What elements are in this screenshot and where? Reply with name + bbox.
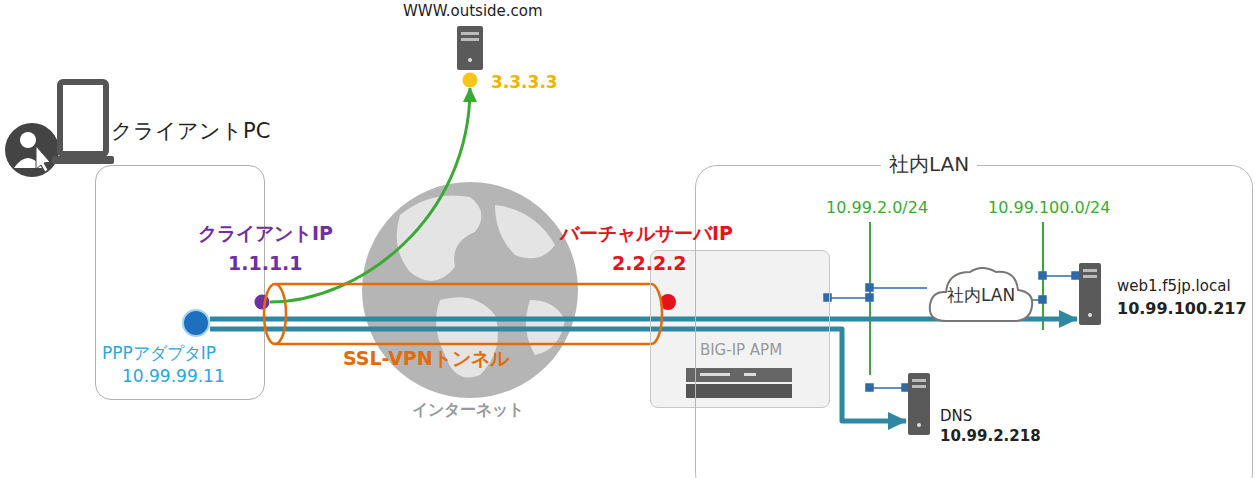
node-text: クライアントIP <box>198 222 333 245</box>
node-text: 10.99.99.11 <box>122 366 225 386</box>
vpn-tunnel-shape <box>263 283 663 345</box>
appliance-icon <box>686 368 792 398</box>
lan-link <box>824 272 1079 391</box>
web1-server: web1.f5jp.local10.99.100.217 <box>1077 263 1103 325</box>
ppp-adapter: PPPアダプタIP10.99.99.11 <box>182 309 210 337</box>
web1-server-shape <box>1077 263 1103 325</box>
subnet-label: 10.99.100.0/24 <box>988 198 1110 217</box>
node-text: 3.3.3.3 <box>491 72 558 92</box>
node-text: 社内LAN <box>881 152 977 176</box>
dns-server: DNS10.99.2.218 <box>906 373 932 435</box>
user-icon <box>5 123 59 177</box>
ppp-adapter-shape <box>182 309 210 337</box>
client-ip-dot: クライアントIP1.1.1.1 <box>254 294 270 310</box>
node-text: DNS <box>940 407 972 425</box>
web-server: WWW.outside.com3.3.3.3 <box>455 26 485 88</box>
node-text: WWW.outside.com <box>403 2 543 20</box>
node-text: BIG-IP APM <box>700 341 782 359</box>
client-ip-dot-shape <box>254 294 270 310</box>
laptop-icon <box>52 82 114 164</box>
node-text: 1.1.1.1 <box>228 252 303 275</box>
vpn-tunnel: SSL-VPNトンネル <box>263 283 663 345</box>
node-text: 10.99.100.217 <box>1117 299 1247 318</box>
dns-server-shape <box>906 373 932 435</box>
client-region: クライアントPCPPPアダプタIP10.99.99.11 <box>95 165 265 400</box>
node-text: 10.99.2.218 <box>940 427 1041 445</box>
network-label: インターネット <box>412 400 524 419</box>
node-text: web1.f5jp.local <box>1117 277 1231 295</box>
subnet-label: 10.99.2.0/24 <box>826 198 928 217</box>
lan-cloud: 社内LAN <box>926 263 1036 327</box>
node-text: クライアントPC <box>111 119 270 144</box>
ip-label: 2.2.2.2 <box>612 252 687 275</box>
ip-label: バーチャルサーバIP <box>560 222 733 245</box>
node-text: 社内LAN <box>947 285 1015 305</box>
node-text: SSL-VPNトンネル <box>343 347 509 370</box>
subnet-line <box>870 222 1043 375</box>
lan-region: 社内LAN社内LANDNS10.99.2.218web1.f5jp.local1… <box>695 165 1253 478</box>
web-server-shape <box>455 26 485 88</box>
node-text: PPPアダプタIP <box>102 343 216 363</box>
